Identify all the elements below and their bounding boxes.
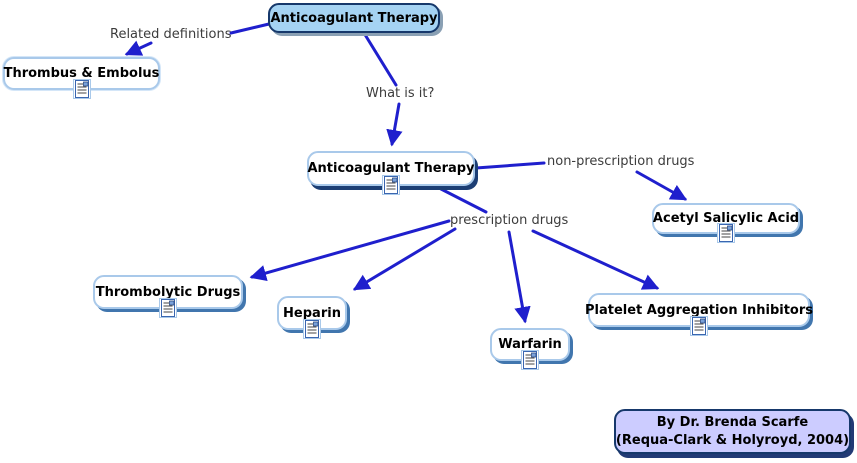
- edge-prescription-label-to-heparin: [352, 227, 457, 291]
- edge-center-to-nonprescription-label: [474, 161, 546, 170]
- node-thrombolytic-drugs[interactable]: Thrombolytic Drugs: [93, 275, 243, 318]
- node-thrombus-embolus[interactable]: Thrombus & Embolus: [3, 57, 160, 99]
- document-resource-icon[interactable]: [303, 319, 321, 339]
- node-label: Warfarin: [498, 337, 562, 352]
- node-label: Platelet Aggregation Inhibitors: [584, 302, 814, 318]
- node-label: Thrombus & Embolus: [3, 66, 160, 81]
- node-heparin[interactable]: Heparin: [277, 296, 347, 339]
- link-label-prescription-drugs[interactable]: prescription drugs: [450, 213, 569, 228]
- link-label-related-definitions[interactable]: Related definitions: [110, 27, 232, 42]
- node-label: Heparin: [283, 305, 341, 321]
- document-resource-icon[interactable]: [159, 298, 177, 318]
- node-anticoagulant-therapy-root[interactable]: Anticoagulant Therapy: [268, 3, 440, 33]
- document-resource-icon[interactable]: [72, 79, 91, 99]
- edge-nonprescription-label-to-acetyl: [635, 170, 688, 201]
- edge-root-to-related-label: [229, 22, 271, 35]
- document-resource-icon[interactable]: [690, 316, 708, 336]
- edge-prescription-label-to-warfarin: [507, 230, 531, 324]
- node-warfarin[interactable]: Warfarin: [490, 328, 570, 370]
- node-author-credit[interactable]: By Dr. Brenda Scarfe (Requa-Clark & Holy…: [614, 409, 851, 454]
- credit-line-2: (Requa-Clark & Holyroyd, 2004): [615, 432, 850, 448]
- edge-center-to-prescription-label: [439, 187, 488, 214]
- edge-prescription-label-to-platelet: [531, 229, 660, 290]
- node-label: Anticoagulant Therapy: [270, 10, 438, 26]
- link-label-what-is-it[interactable]: What is it?: [366, 86, 435, 101]
- node-platelet-aggregation-inhibitors[interactable]: Platelet Aggregation Inhibitors: [584, 293, 814, 336]
- node-label: Acetyl Salicylic Acid: [652, 211, 800, 226]
- node-label: Anticoagulant Therapy: [307, 161, 475, 176]
- edge-prescription-label-to-thrombolytic: [249, 219, 451, 282]
- document-resource-icon[interactable]: [382, 175, 400, 195]
- edge-what-label-to-center: [386, 102, 403, 147]
- node-acetyl-salicylic-acid[interactable]: Acetyl Salicylic Acid: [652, 203, 800, 243]
- credit-line-1: By Dr. Brenda Scarfe: [656, 414, 809, 430]
- edge-root-to-what-label: [362, 31, 398, 87]
- document-resource-icon[interactable]: [717, 223, 735, 243]
- node-label: Thrombolytic Drugs: [95, 284, 241, 300]
- document-resource-icon[interactable]: [521, 350, 539, 370]
- edge-related-label-to-thrombus: [124, 40, 153, 56]
- link-label-non-prescription-drugs[interactable]: non-prescription drugs: [547, 154, 695, 169]
- node-anticoagulant-therapy-center[interactable]: Anticoagulant Therapy: [307, 151, 475, 195]
